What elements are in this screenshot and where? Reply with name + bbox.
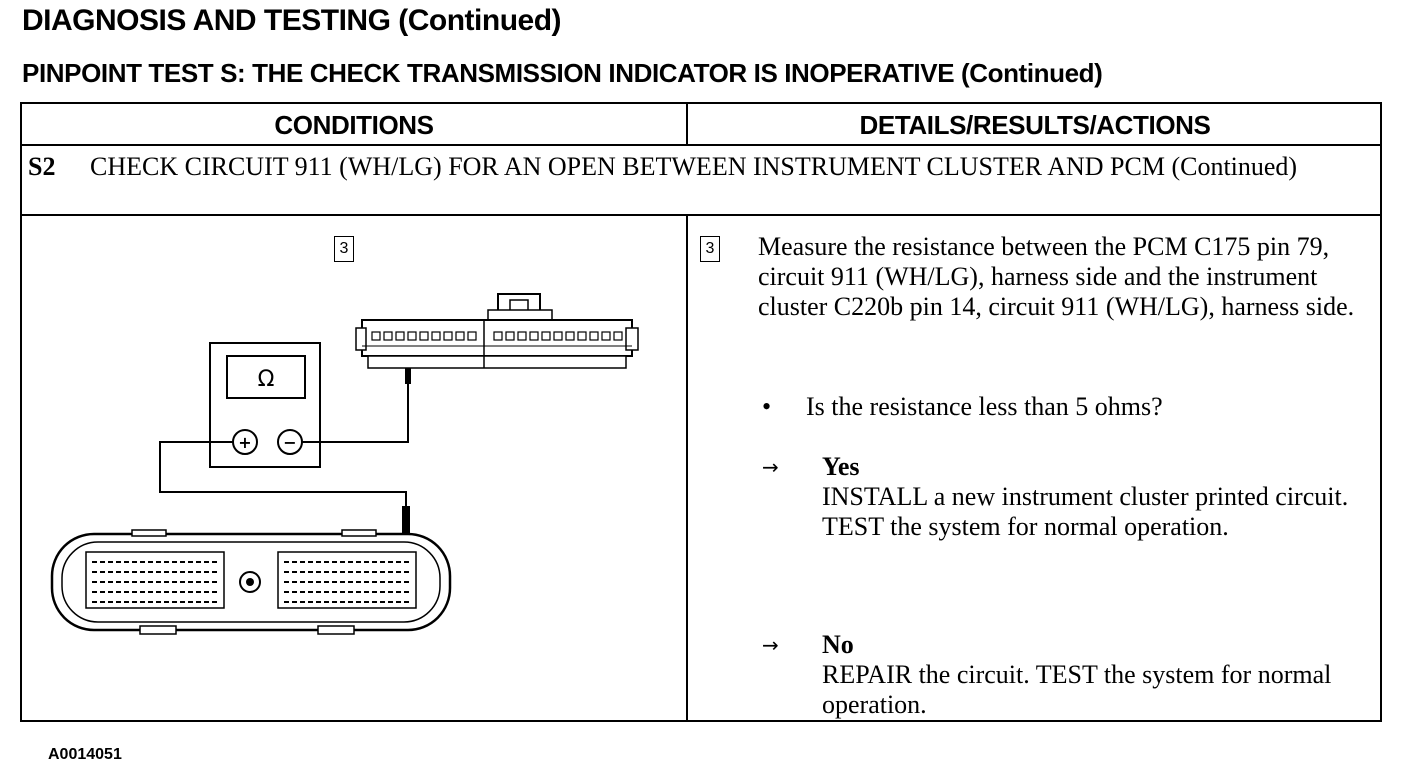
conditions-cell: Ω + −: [22, 216, 688, 763]
yes-label: Yes: [822, 452, 860, 481]
no-label: No: [822, 630, 854, 659]
pinpoint-test-title: PINPOINT TEST S: THE CHECK TRANSMISSION …: [22, 58, 1103, 88]
instrument-cluster-connector: [355, 293, 639, 369]
step-title-row: S2 CHECK CIRCUIT 911 (WH/LG) FOR AN OPEN…: [22, 146, 1380, 216]
page-title: DIAGNOSIS AND TESTING (Continued): [22, 4, 562, 37]
step-title: CHECK CIRCUIT 911 (WH/LG) FOR AN OPEN BE…: [90, 152, 1298, 181]
plus-sign: +: [238, 433, 251, 452]
negative-test-lead: [302, 384, 409, 443]
test-table: CONDITIONS DETAILS/RESULTS/ACTIONS S2 CH…: [20, 102, 1382, 763]
no-action: REPAIR the circuit. TEST the system for …: [822, 660, 1332, 719]
positive-test-lead: [159, 441, 407, 518]
pcm-connector: [50, 529, 452, 635]
arrow-right-icon: →: [762, 455, 779, 479]
details-cell: 3 Measure the resistance between the PCM…: [688, 216, 1382, 722]
ohmmeter-display: [226, 355, 306, 399]
details-header: DETAILS/RESULTS/ACTIONS: [859, 110, 1211, 140]
figure-id: A0014051: [48, 746, 122, 763]
ohm-symbol: Ω: [258, 367, 275, 392]
wiring-illustration: Ω + −: [50, 293, 639, 635]
conditions-header: CONDITIONS: [22, 104, 688, 144]
step-id: S2: [28, 152, 56, 181]
table-header-row: CONDITIONS DETAILS/RESULTS/ACTIONS: [22, 104, 1380, 146]
figure-step-box: 3: [334, 236, 354, 262]
minus-sign: −: [283, 433, 296, 452]
detail-step-box: 3: [700, 236, 720, 262]
measure-instruction: Measure the resistance between the PCM C…: [758, 232, 1355, 321]
lower-probe: [402, 506, 410, 542]
question-text: Is the resistance less than 5 ohms?: [806, 392, 1163, 421]
yes-action: INSTALL a new instrument cluster printed…: [822, 482, 1349, 541]
arrow-right-icon: →: [762, 633, 779, 657]
bullet-icon: •: [762, 392, 772, 421]
